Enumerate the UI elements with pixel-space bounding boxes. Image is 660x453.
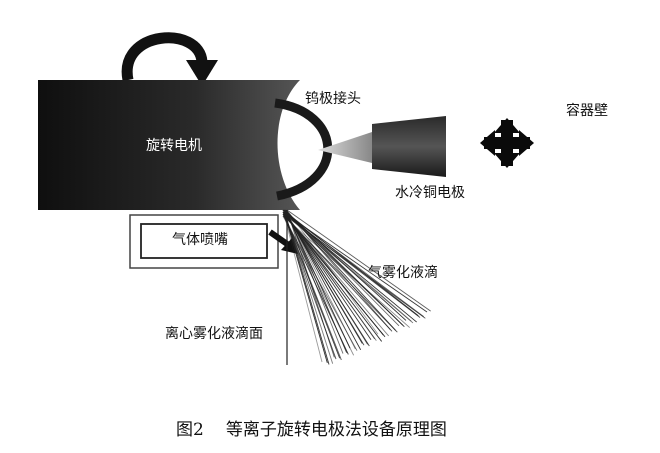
water-cooled-electrode-label: 水冷铜电极	[395, 185, 465, 201]
figure-title: 等离子旋转电极法设备原理图	[225, 420, 447, 440]
gas-atomized-droplets-label: 气雾化液滴	[368, 265, 438, 281]
spray-streak	[282, 209, 323, 363]
water-cooled-copper-electrode	[372, 116, 446, 177]
gas-nozzle-label: 气体喷嘴	[172, 232, 228, 248]
atomized-droplet-spray	[282, 209, 431, 365]
spray-streak	[282, 215, 358, 351]
spray-streak	[284, 215, 386, 338]
rotation-arrow-icon	[121, 32, 218, 86]
spray-streak	[283, 215, 398, 333]
motor-label: 旋转电机	[146, 138, 202, 154]
container-wall-label: 容器壁	[566, 103, 608, 119]
plasma-arc	[318, 132, 372, 163]
spray-streak	[285, 213, 365, 346]
spray-streak	[283, 211, 424, 317]
figure-caption: 图2 等离子旋转电极法设备原理图	[176, 422, 447, 439]
spray-streak	[286, 209, 431, 312]
spray-streak	[282, 215, 410, 328]
spray-streak	[285, 215, 426, 319]
figure-number: 图2	[176, 420, 204, 440]
four-way-arrow-icon	[480, 118, 534, 168]
spray-streak	[282, 213, 349, 355]
spray-streak	[283, 213, 337, 360]
rotary-motor	[38, 80, 300, 210]
spray-streak	[286, 215, 370, 347]
gas-nozzle-inner	[140, 223, 268, 259]
centrifugal-atomization-label: 离心雾化液滴面	[165, 326, 263, 342]
spray-streak	[283, 211, 328, 363]
spray-streak	[286, 215, 414, 324]
spray-streak	[284, 215, 342, 361]
tungsten-joint-label: 钨极接头	[305, 91, 361, 107]
spray-streak	[282, 211, 428, 313]
